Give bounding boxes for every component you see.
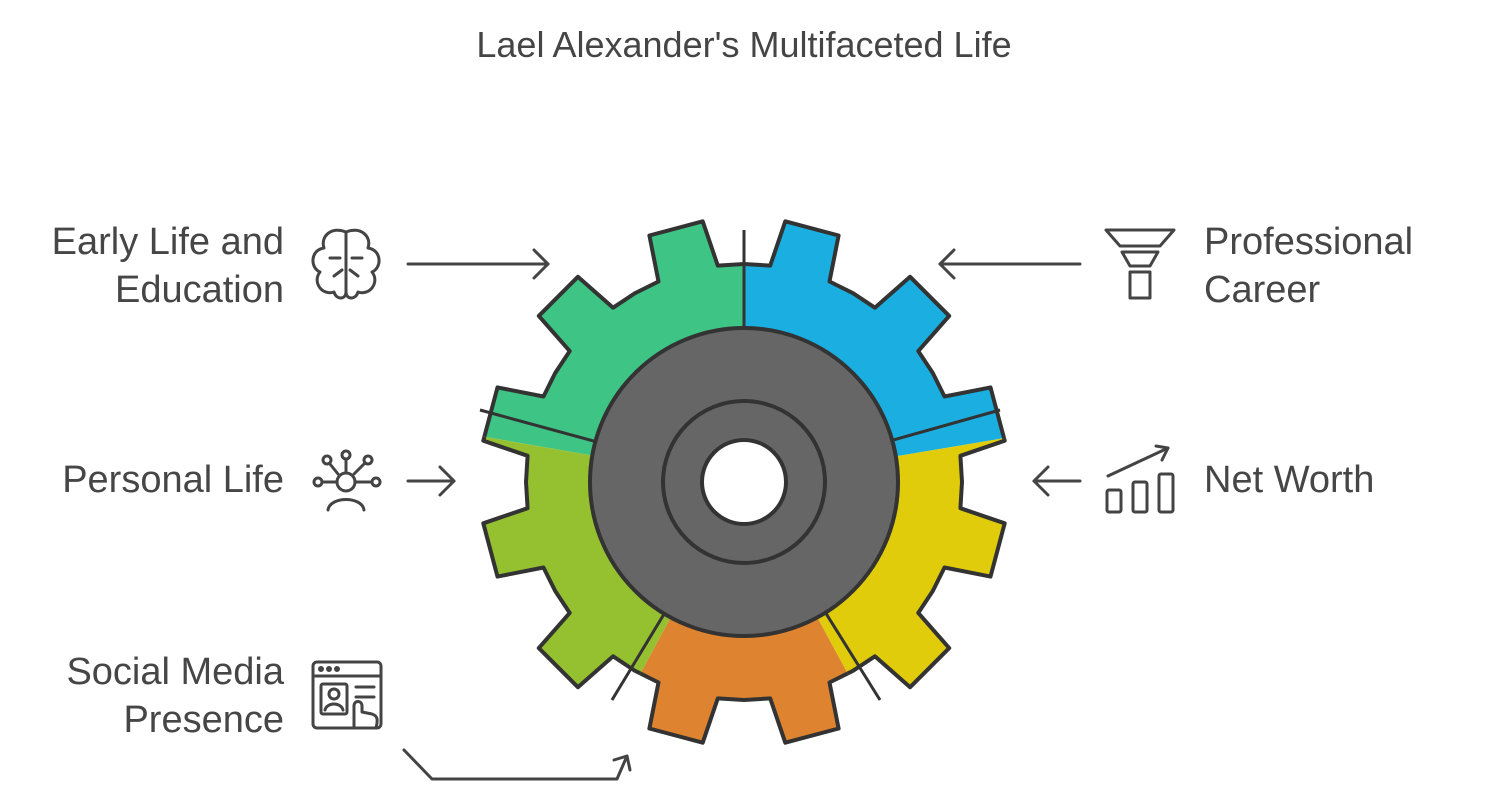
gear-segment-professional-career [744, 219, 1007, 482]
funnel-icon [1104, 228, 1176, 300]
page-title: Lael Alexander's Multifaceted Life [476, 24, 1012, 65]
gear-segment-net-worth [744, 422, 1007, 700]
gear-axle-hole [700, 438, 788, 526]
gear-segment-personal-life [481, 422, 744, 700]
web-profile-click-icon [311, 660, 383, 730]
label-net-worth: Net Worth [1204, 459, 1375, 501]
arrow-personal-life [406, 465, 456, 497]
gear-segment-early-life [481, 219, 744, 482]
arrow-net-worth [1032, 465, 1082, 497]
label-personal-life: Personal Life [62, 459, 284, 501]
arrow-social-media [402, 748, 632, 781]
arrow-early-life [406, 248, 550, 280]
bar-chart-growth-icon [1105, 444, 1175, 514]
label-social-media: Social Media Presence [66, 651, 284, 741]
label-professional-career: Professional Career [1204, 221, 1414, 311]
arrow-professional-career [938, 248, 1082, 280]
label-early-life: Early Life and Education [51, 221, 284, 311]
network-person-icon [312, 449, 382, 512]
brain-icon [311, 228, 381, 300]
